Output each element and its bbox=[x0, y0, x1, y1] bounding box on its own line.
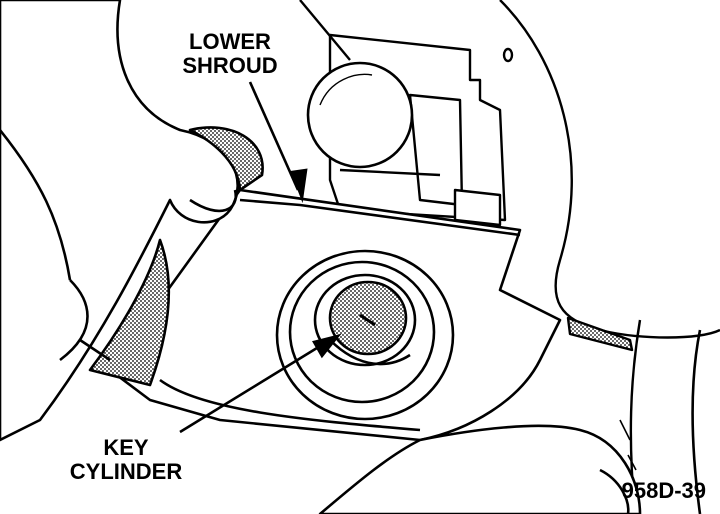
lower-shroud-label-line2: SHROUD bbox=[182, 53, 278, 78]
key-cylinder bbox=[275, 249, 455, 421]
column-bracket bbox=[299, 0, 514, 227]
key-cylinder-label: KEY CYLINDER bbox=[56, 436, 196, 484]
lower-shroud-leader bbox=[248, 81, 308, 204]
lower-shroud-label-line1: LOWER bbox=[189, 29, 271, 54]
key-cylinder-leader bbox=[179, 333, 342, 434]
key-cylinder-label-line1: KEY bbox=[103, 435, 149, 460]
lower-shroud-label: LOWER SHROUD bbox=[170, 30, 290, 78]
figure-id: 958D-39 bbox=[621, 478, 706, 503]
right-hand bbox=[318, 329, 702, 514]
left-hand bbox=[0, 0, 264, 442]
tilt-lever-knob bbox=[306, 61, 414, 169]
key-cylinder-label-line2: CYLINDER bbox=[69, 459, 183, 484]
